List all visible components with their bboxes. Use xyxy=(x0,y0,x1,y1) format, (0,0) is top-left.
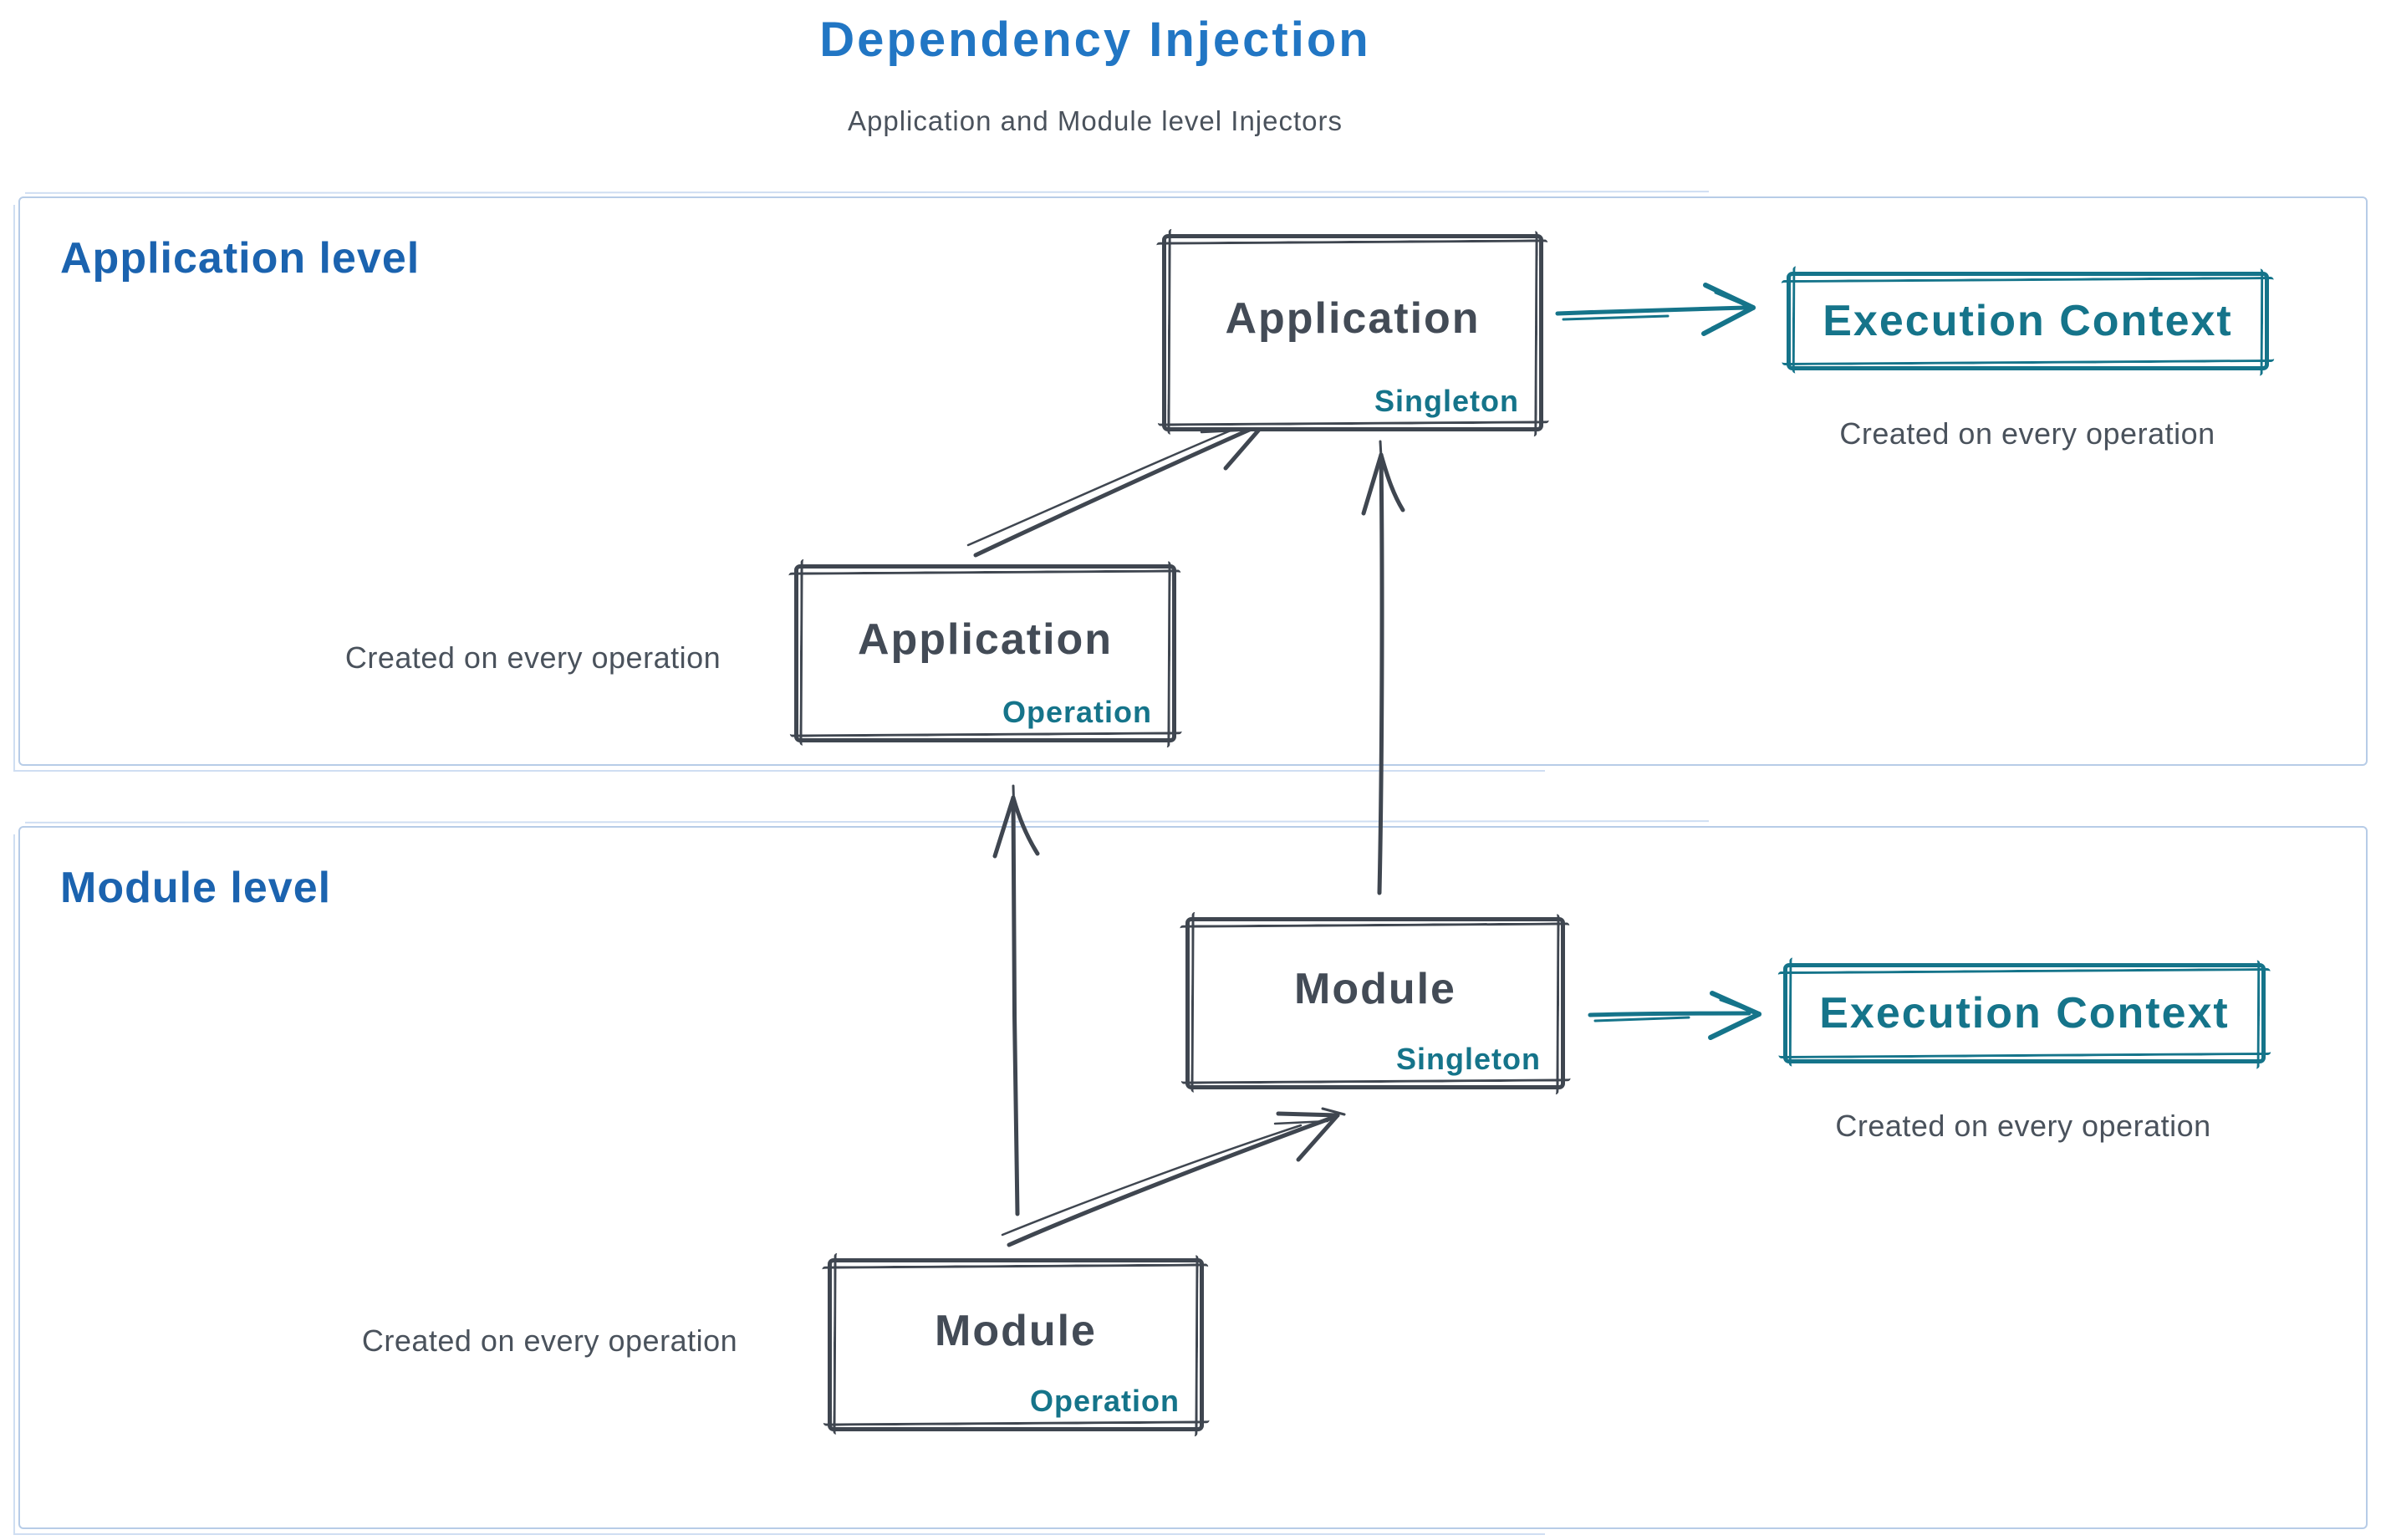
caption-application-execution-context: Created on every operation xyxy=(1839,416,2215,451)
caption-module-operation: Created on every operation xyxy=(361,1323,738,1358)
diagram-subtitle: Application and Module level Injectors xyxy=(848,105,1343,136)
node-module-singleton: Module Singleton xyxy=(1185,917,1565,1089)
node-application-operation-badge: Operation xyxy=(1002,695,1152,729)
module-level-label: Module level xyxy=(60,864,332,912)
node-module-operation: Module Operation xyxy=(828,1258,1204,1431)
node-application-operation: Application Operation xyxy=(794,564,1176,742)
application-level-label: Application level xyxy=(60,234,421,283)
caption-application-operation: Created on every operation xyxy=(344,640,721,675)
module-level-frame: Module level xyxy=(13,826,2368,1535)
node-module-operation-badge: Operation xyxy=(1029,1384,1180,1418)
node-module-execution-context: Execution Context xyxy=(1783,963,2266,1063)
application-level-frame: Application level xyxy=(13,196,2368,772)
node-application-execution-context: Execution Context xyxy=(1787,272,2269,370)
caption-module-execution-context: Created on every operation xyxy=(1835,1109,2211,1143)
node-module-singleton-title: Module xyxy=(1294,965,1456,1013)
node-application-singleton: Application Singleton xyxy=(1162,234,1543,431)
node-application-singleton-title: Application xyxy=(1225,294,1481,343)
node-module-singleton-badge: Singleton xyxy=(1396,1042,1541,1076)
node-application-operation-title: Application xyxy=(857,614,1114,664)
node-application-execution-context-title: Execution Context xyxy=(1823,297,2233,345)
diagram-title: Dependency Injection xyxy=(819,13,1371,67)
node-application-singleton-badge: Singleton xyxy=(1374,384,1519,418)
node-module-execution-context-title: Execution Context xyxy=(1819,989,2230,1038)
node-module-operation-title: Module xyxy=(935,1306,1097,1355)
